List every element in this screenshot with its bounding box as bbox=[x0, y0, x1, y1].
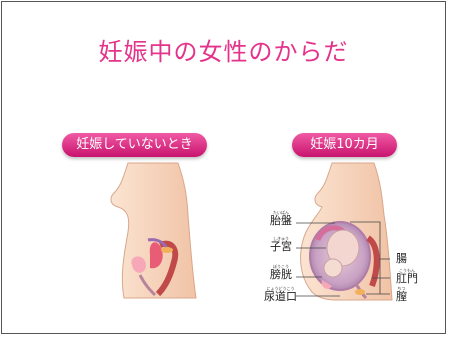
intestine-shape-pregnant bbox=[365, 235, 380, 288]
label-placenta-text: 胎盤 bbox=[270, 214, 292, 227]
label-urethra-text: 尿道口 bbox=[264, 290, 297, 303]
label-anus-text: 肛門 bbox=[396, 272, 418, 285]
non-pregnant-body-illustration bbox=[110, 162, 197, 299]
bladder-shape bbox=[131, 256, 146, 273]
label-anus: こうもん 肛門 bbox=[396, 268, 418, 285]
label-vagina-ruby: ちつ bbox=[397, 286, 406, 291]
label-bladder-text: 膀胱 bbox=[270, 268, 292, 281]
intestine-shape bbox=[155, 240, 179, 297]
pregnant-body-illustration bbox=[296, 162, 393, 301]
label-uterus: しきゅう 子宮 bbox=[270, 236, 292, 253]
fetus-shape bbox=[326, 229, 360, 267]
label-uterus-text: 子宮 bbox=[270, 240, 292, 253]
pelvic-bone-shape bbox=[161, 247, 173, 253]
label-vagina: ちつ 膣 bbox=[396, 286, 407, 303]
uterus-shape bbox=[149, 242, 163, 269]
label-bladder: ぼうこう 膀胱 bbox=[270, 264, 292, 281]
label-anus-ruby: こうもん bbox=[399, 268, 415, 273]
label-bladder-ruby: ぼうこう bbox=[273, 264, 289, 269]
label-uterus-ruby: しきゅう bbox=[273, 236, 289, 241]
label-urethra: にょうどうこう 尿道口 bbox=[264, 286, 297, 303]
label-vagina-text: 膣 bbox=[396, 290, 407, 303]
fetus-head bbox=[323, 258, 343, 278]
vagina-shape bbox=[138, 274, 157, 297]
label-placenta: たいばん 胎盤 bbox=[270, 210, 292, 227]
torso-silhouette bbox=[110, 162, 197, 299]
badge-not-pregnant: 妊娠していないとき bbox=[62, 133, 207, 157]
label-intestine-text: 腸 bbox=[396, 252, 407, 265]
pelvic-bone-shape-pregnant bbox=[355, 289, 365, 295]
badge-10-months: 妊娠10カ月 bbox=[292, 133, 397, 157]
label-placenta-ruby: たいばん bbox=[273, 210, 289, 215]
slide-title: 妊娠中の女性のからだ bbox=[98, 38, 349, 66]
label-urethra-ruby: にょうどうこう bbox=[266, 286, 295, 291]
bracket-right bbox=[350, 221, 381, 294]
bladder-shape-pregnant bbox=[321, 280, 332, 289]
label-intestine: 腸 bbox=[396, 253, 407, 265]
